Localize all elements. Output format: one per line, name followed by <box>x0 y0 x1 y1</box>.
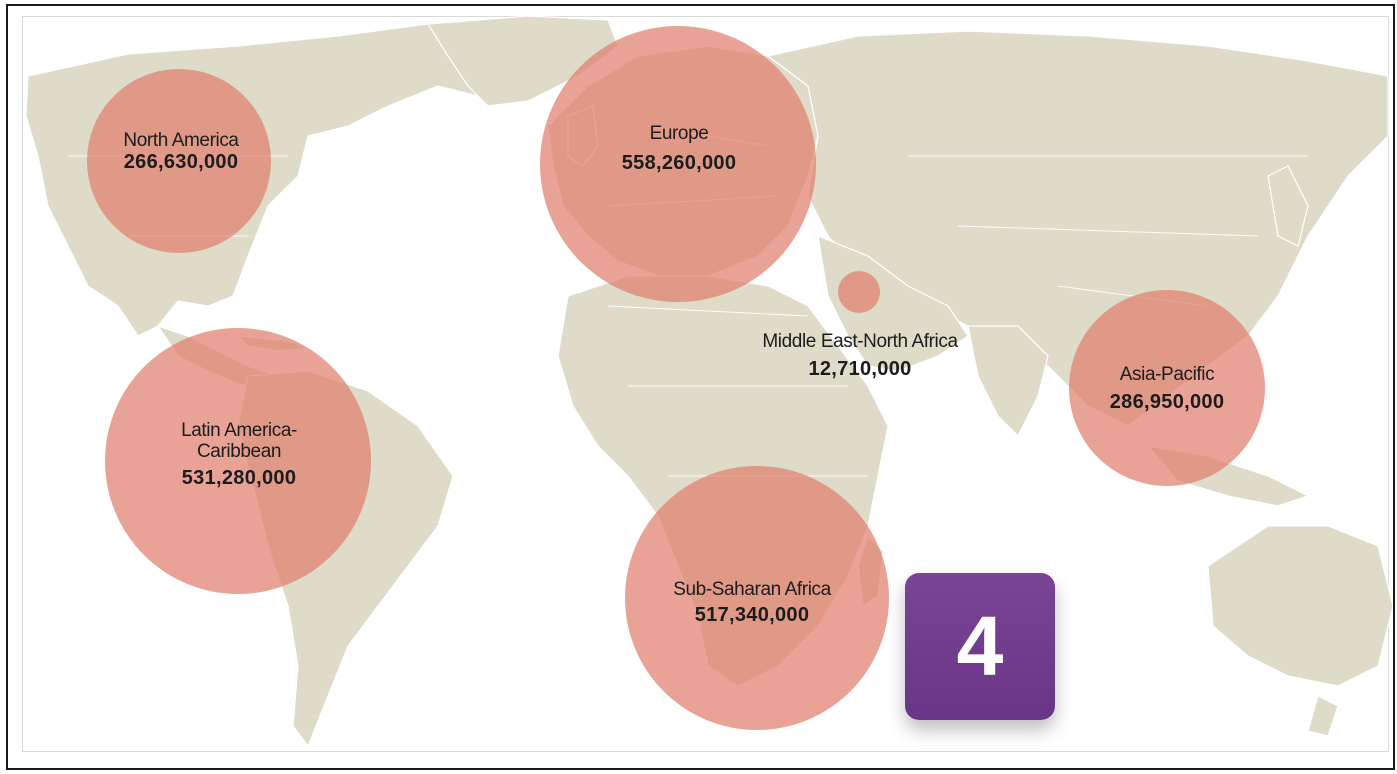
slide-number-badge: 4 <box>905 573 1055 720</box>
land-australia <box>1207 525 1393 687</box>
label-asia-pacific: Asia-Pacific 286,950,000 <box>1110 364 1225 414</box>
land-india <box>967 325 1049 438</box>
bubble-middle-east <box>838 271 880 313</box>
region-value: 517,340,000 <box>694 604 810 627</box>
land-new-zealand <box>1307 695 1339 737</box>
region-value: 286,950,000 <box>1109 391 1225 414</box>
region-name-line1: Latin America- <box>181 420 297 441</box>
bubble-sub-saharan <box>625 466 889 730</box>
land-middle-east <box>817 235 969 372</box>
region-value: 531,280,000 <box>181 466 297 489</box>
label-europe: Europe 558,260,000 <box>622 123 737 175</box>
bubble-latin-america <box>105 328 371 594</box>
land-greenland <box>426 15 619 107</box>
region-name: Middle East-North Africa <box>762 331 958 352</box>
map-inner-border <box>22 16 1389 752</box>
label-sub-saharan: Sub-Saharan Africa 517,340,000 <box>673 579 831 627</box>
label-middle-east: Middle East-North Africa 12,710,000 <box>762 331 958 381</box>
region-name: Asia-Pacific <box>1119 364 1215 385</box>
region-name: Sub-Saharan Africa <box>673 579 831 600</box>
bubble-asia-pacific <box>1069 290 1265 486</box>
bubble-europe <box>540 26 816 302</box>
land-japan <box>1267 165 1309 247</box>
region-value: 558,260,000 <box>621 152 737 175</box>
region-name: Europe <box>649 123 709 144</box>
bubble-north-america <box>87 69 271 253</box>
map-frame: North America 266,630,000 Europe 558,260… <box>6 4 1395 770</box>
label-north-america: North America 266,630,000 <box>123 130 239 174</box>
label-latin-america: Latin America- Caribbean 531,280,000 <box>181 420 297 489</box>
region-name-line2: Caribbean <box>196 441 282 463</box>
world-map <box>25 15 1393 748</box>
region-value: 12,710,000 <box>808 358 912 381</box>
region-name: North America <box>123 130 239 151</box>
region-value: 266,630,000 <box>123 151 239 174</box>
